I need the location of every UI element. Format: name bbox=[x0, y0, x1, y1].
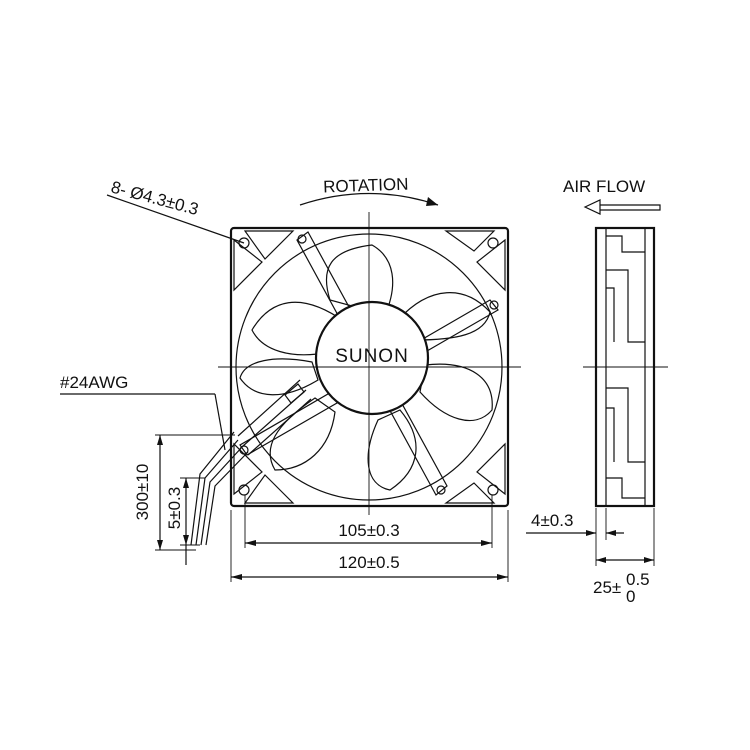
mount-hole bbox=[238, 484, 250, 496]
flange-thickness-label: 4±0.3 bbox=[531, 511, 573, 530]
depth-tolerance-upper: 0.5 bbox=[626, 570, 650, 589]
mount-hole bbox=[238, 237, 250, 249]
front-view: SUNON ROTATION 8- Ø4.3±0.3 bbox=[106, 175, 521, 515]
rotation-arrow bbox=[299, 192, 439, 206]
frame-size-label: 120±0.5 bbox=[338, 553, 399, 572]
strip-length-label: 5±0.3 bbox=[165, 487, 184, 529]
corner-details bbox=[233, 230, 506, 504]
center-lines bbox=[218, 212, 521, 515]
strip-length-dimension: 5±0.3 bbox=[165, 477, 205, 565]
hole-pitch-label: 105±0.3 bbox=[338, 521, 399, 540]
depth-dimension: 25± 0.5 0 bbox=[593, 508, 655, 606]
wire-channel bbox=[237, 379, 312, 456]
fan-blade bbox=[239, 358, 319, 396]
rotation-arrowhead bbox=[426, 197, 438, 206]
fan-blade bbox=[251, 301, 346, 356]
depth-tolerance-lower: 0 bbox=[626, 587, 635, 606]
air-flow-arrow bbox=[583, 199, 661, 215]
brand-logo: SUNON bbox=[335, 346, 409, 367]
fan-hub bbox=[314, 300, 430, 416]
fan-blade bbox=[397, 292, 491, 341]
fan-blade bbox=[325, 244, 394, 316]
side-view bbox=[583, 226, 668, 508]
fan-blade bbox=[419, 363, 493, 421]
air-flow-label: AIR FLOW bbox=[563, 177, 645, 196]
mount-hole bbox=[487, 237, 499, 249]
depth-label: 25± bbox=[593, 578, 621, 597]
frame-size-dimension: 120±0.5 bbox=[230, 510, 509, 582]
rotation-label: ROTATION bbox=[323, 175, 409, 197]
lead-length-dimension: 300±10 bbox=[133, 434, 235, 551]
lead-length-label: 300±10 bbox=[133, 464, 152, 521]
hole-pitch-dimension: 105±0.3 bbox=[244, 495, 493, 548]
hole-spec-label: 8- Ø4.3±0.3 bbox=[109, 178, 201, 220]
flange-thickness-dimension: 4±0.3 bbox=[526, 508, 624, 540]
wire-gauge-label: #24AWG bbox=[60, 373, 128, 392]
fan-blade bbox=[367, 409, 417, 491]
mount-hole bbox=[487, 484, 499, 496]
hole-spec-leader bbox=[106, 194, 245, 244]
